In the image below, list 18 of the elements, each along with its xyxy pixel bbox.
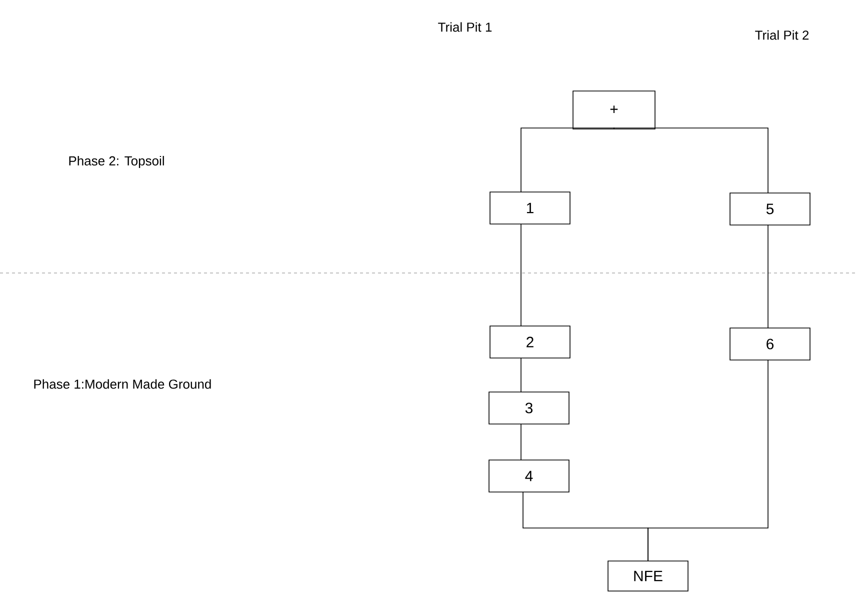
context-box: 1 bbox=[490, 192, 570, 224]
context-box: 5 bbox=[730, 192, 810, 226]
connector-line bbox=[520, 224, 522, 326]
context-box: 3 bbox=[488, 392, 570, 424]
context-box: NFE bbox=[608, 560, 688, 592]
connector-line bbox=[520, 358, 522, 392]
connector-line bbox=[648, 360, 768, 562]
phase-label: Phase 2: Topsoil bbox=[69, 156, 164, 168]
context-box: 4 bbox=[488, 460, 570, 492]
connector-line bbox=[614, 128, 768, 194]
column-heading: Trial Pit 2 bbox=[755, 30, 809, 40]
context-box: + bbox=[572, 90, 656, 130]
connector-line bbox=[520, 128, 614, 192]
connector-line bbox=[520, 424, 522, 460]
phase-label: Phase 1:Modern Made Ground bbox=[34, 379, 211, 389]
context-box: 6 bbox=[730, 328, 810, 360]
column-heading: Trial Pit 1 bbox=[438, 22, 492, 32]
context-box: 2 bbox=[490, 326, 570, 358]
